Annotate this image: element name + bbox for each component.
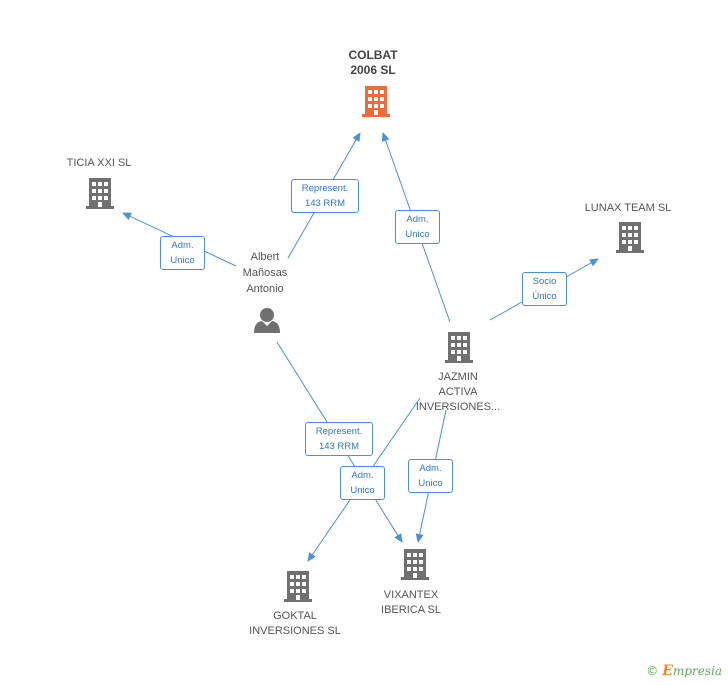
vixantex-building-icon[interactable] bbox=[401, 549, 429, 580]
lunax-building-icon[interactable] bbox=[616, 222, 644, 253]
vixantex-label[interactable]: VIXANTEX IBERICA SL bbox=[381, 589, 441, 616]
jazmin-building-icon[interactable] bbox=[445, 332, 473, 363]
albert-person-icon[interactable] bbox=[254, 308, 280, 333]
copyright-icon: © bbox=[646, 664, 659, 678]
lunax-label[interactable]: LUNAX TEAM SL bbox=[584, 202, 672, 214]
relation-jazmin-vixantex[interactable]: Adm. Unico bbox=[408, 459, 453, 493]
goktal-building-icon[interactable] bbox=[284, 571, 312, 602]
brand-name: mpresia bbox=[672, 664, 722, 678]
goktal-label[interactable]: GOKTAL INVERSIONES SL bbox=[249, 610, 341, 637]
relation-jazmin-lunax[interactable]: Socio Único bbox=[522, 272, 567, 306]
relation-albert-vixantex[interactable]: Represent. 143 RRM bbox=[305, 422, 373, 456]
colbat-building-icon[interactable] bbox=[362, 86, 390, 117]
ticia-label[interactable]: TICIA XXI SL bbox=[66, 157, 132, 169]
relation-albert-ticia[interactable]: Adm. Unico bbox=[160, 236, 205, 270]
relation-jazmin-goktal[interactable]: Adm. Unico bbox=[340, 466, 385, 500]
albert-label[interactable]: Albert Mañosas Antonio bbox=[242, 251, 288, 295]
colbat-label[interactable]: COLBAT 2006 SL bbox=[348, 48, 398, 77]
jazmin-label[interactable]: JAZMIN ACTIVA INVERSIONES... bbox=[415, 371, 501, 413]
ticia-building-icon[interactable] bbox=[86, 178, 114, 209]
empresia-brand[interactable]: ©Empresia bbox=[646, 663, 722, 679]
relation-jazmin-colbat[interactable]: Adm. Unico bbox=[395, 210, 440, 244]
brand-e: E bbox=[662, 663, 673, 679]
relation-albert-colbat[interactable]: Represent. 143 RRM bbox=[291, 179, 359, 213]
